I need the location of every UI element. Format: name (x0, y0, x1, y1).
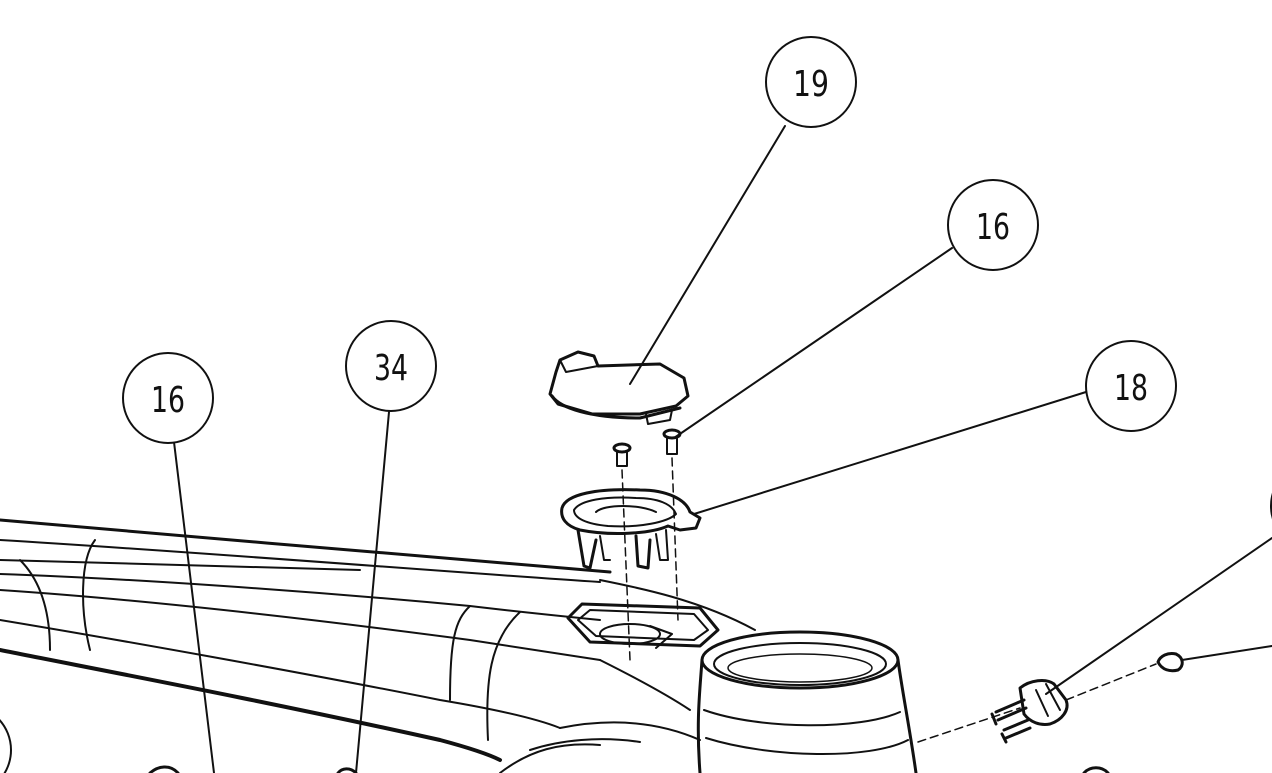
frame-lower-details (0, 739, 1110, 773)
screw-parts (612, 428, 1184, 673)
callout-18: 18 (1085, 340, 1177, 432)
cable-connector-part (990, 679, 1069, 744)
frame-port-recess (566, 602, 720, 649)
callout-16-left-label: 16 (151, 380, 185, 421)
assembly-lines (621, 457, 1157, 743)
callout-left-edge (0, 719, 12, 773)
callout-34-label: 34 (374, 348, 408, 389)
callout-18-label: 18 (1114, 368, 1148, 409)
callout-16-top-label: 16 (976, 207, 1010, 248)
callout-34: 34 (345, 320, 437, 412)
callout-19-label: 19 (793, 64, 829, 105)
frame-top-tube (0, 518, 756, 773)
callout-19: 19 (765, 36, 857, 128)
callout-16-top: 16 (947, 179, 1039, 271)
head-tube (696, 630, 918, 773)
port-cover-part (548, 350, 690, 425)
mount-bracket-part (560, 488, 702, 570)
leader-lines (173, 125, 1272, 773)
callout-16-left: 16 (122, 352, 214, 444)
